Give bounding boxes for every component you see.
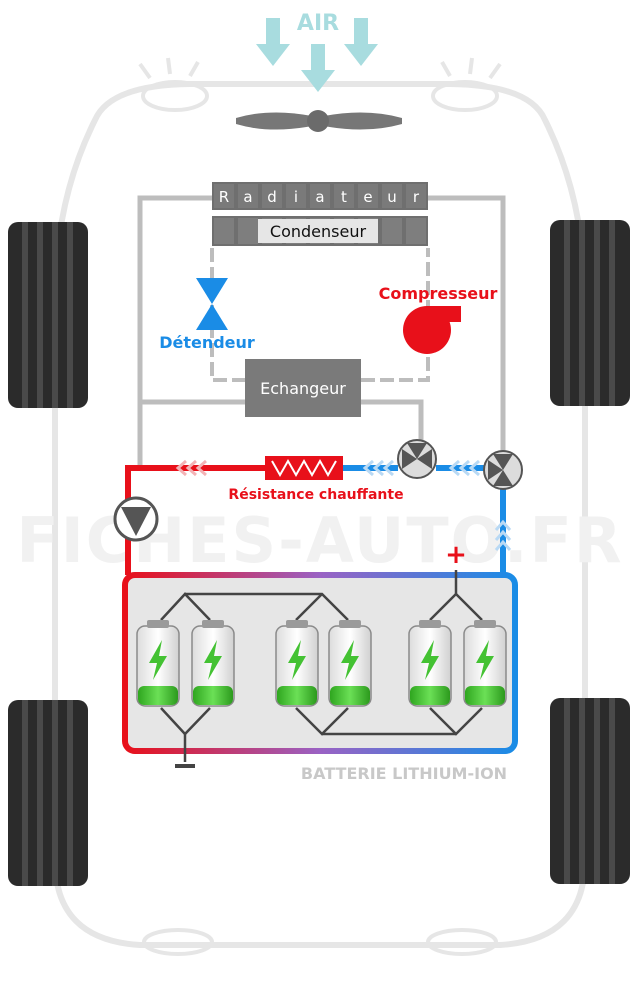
radiator-letter: a bbox=[243, 188, 252, 206]
battery-cell bbox=[408, 620, 452, 707]
battery-wiring bbox=[160, 570, 483, 762]
battery-pack: + bbox=[122, 540, 518, 768]
flow-chevrons-middle bbox=[362, 459, 394, 477]
radiator-letter: d bbox=[267, 188, 277, 206]
three-way-valve-icon bbox=[397, 439, 437, 479]
battery-cells bbox=[136, 620, 507, 707]
battery-cell bbox=[136, 620, 180, 707]
lightning-bolt-icon bbox=[288, 640, 306, 680]
battery-plus-terminal: + bbox=[445, 540, 467, 570]
watermark: FICHES-AUTO.FR bbox=[16, 504, 623, 577]
expansion-valve-label: Détendeur bbox=[159, 333, 255, 352]
zigzag-icon bbox=[271, 458, 337, 478]
battery-label: BATTERIE LITHIUM-ION bbox=[301, 764, 507, 783]
compressor-label: Compresseur bbox=[379, 284, 498, 303]
radiator-letter: r bbox=[413, 188, 420, 206]
air-arrow-icon bbox=[344, 18, 378, 66]
tire-rear-right bbox=[550, 698, 630, 884]
battery-cell bbox=[191, 620, 235, 707]
radiator-letter: e bbox=[363, 188, 372, 206]
flow-chevrons-right bbox=[448, 459, 480, 477]
fan-icon bbox=[236, 110, 402, 132]
lightning-bolt-icon bbox=[149, 640, 167, 680]
lightning-bolt-icon bbox=[204, 640, 222, 680]
radiator-letters: R a d i a t e u r bbox=[214, 184, 426, 208]
air-arrow-icon bbox=[301, 44, 335, 92]
radiator: R a d i a t e u r bbox=[212, 182, 428, 210]
lightning-bolt-icon bbox=[341, 640, 359, 680]
lightning-bolt-icon bbox=[421, 640, 439, 680]
exchanger-label: Echangeur bbox=[260, 379, 346, 398]
heater-resistance bbox=[265, 456, 343, 480]
battery-cell bbox=[328, 620, 372, 707]
tire-rear-left bbox=[8, 700, 88, 886]
radiator-letter: i bbox=[294, 188, 298, 206]
radiator-letter: a bbox=[315, 188, 324, 206]
radiator-letter: R bbox=[219, 188, 229, 206]
three-way-valve-icon bbox=[483, 450, 523, 490]
tire-front-right bbox=[550, 220, 630, 406]
expansion-valve-icon bbox=[196, 278, 228, 330]
compressor-icon bbox=[403, 306, 461, 354]
taillights bbox=[142, 928, 498, 956]
headlights bbox=[138, 57, 502, 112]
air-label: AIR bbox=[297, 11, 339, 36]
radiator-letter: u bbox=[387, 188, 397, 206]
condenser: Condenseur bbox=[212, 216, 428, 246]
battery-cell bbox=[275, 620, 319, 707]
air-arrows bbox=[256, 18, 378, 92]
pump-icon bbox=[113, 496, 159, 542]
flow-chevrons-left bbox=[175, 459, 207, 477]
radiator-letter: t bbox=[341, 188, 347, 206]
flow-chevrons-up bbox=[494, 519, 512, 551]
battery-cell bbox=[463, 620, 507, 707]
condenser-label: Condenseur bbox=[270, 222, 367, 241]
exchanger: Echangeur bbox=[245, 359, 361, 417]
heater-label: Résistance chauffante bbox=[228, 487, 403, 503]
battery-minus-terminal bbox=[175, 764, 195, 768]
tire-front-left bbox=[8, 222, 88, 408]
air-arrow-icon bbox=[256, 18, 290, 66]
lightning-bolt-icon bbox=[476, 640, 494, 680]
